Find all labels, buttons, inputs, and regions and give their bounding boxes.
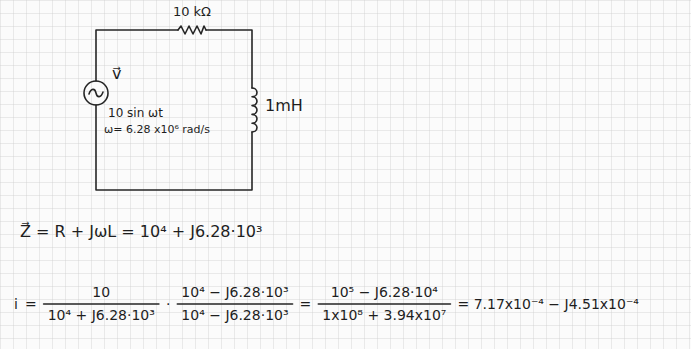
ac-source-symbol	[84, 81, 108, 105]
fraction-bar	[44, 303, 159, 305]
product-dot: ·	[166, 296, 170, 313]
fraction-bar	[177, 303, 292, 305]
wire	[96, 30, 178, 81]
wire	[206, 30, 252, 88]
numerator: 10⁴ − J6.28·10³	[181, 284, 288, 301]
voltage-symbol: v⃗	[112, 64, 121, 83]
equals-sign: =	[25, 296, 37, 313]
denominator: 10⁴ + J6.28·10³	[48, 307, 155, 324]
angular-frequency: ω= 6.28 x10⁶ rad/s	[104, 123, 210, 136]
sine-symbol	[89, 89, 103, 96]
inductor-symbol	[252, 88, 257, 132]
numerator: 10	[92, 284, 110, 301]
impedance-equation: Z⃗ = R + JωL = 10⁴ + J6.28·10³	[20, 222, 262, 241]
denominator: 10⁴ − J6.28·10³	[181, 307, 288, 324]
resistor-symbol	[178, 26, 206, 34]
fraction-bar	[318, 303, 450, 305]
numerator: 10⁵ − J6.28·10⁴	[331, 284, 438, 301]
inductance-value: 1mH	[265, 96, 303, 115]
denominator: 1x10⁸ + 3.94x10⁷	[322, 307, 446, 324]
source-expression: 10 sin ωt	[108, 106, 163, 120]
current-symbol: i	[14, 296, 18, 313]
resistance-value: 10 kΩ	[173, 4, 211, 20]
wire	[96, 105, 252, 190]
current-result: = 7.17x10⁻⁴ − J4.51x10⁻⁴	[457, 296, 639, 313]
equals-sign: =	[300, 296, 312, 313]
